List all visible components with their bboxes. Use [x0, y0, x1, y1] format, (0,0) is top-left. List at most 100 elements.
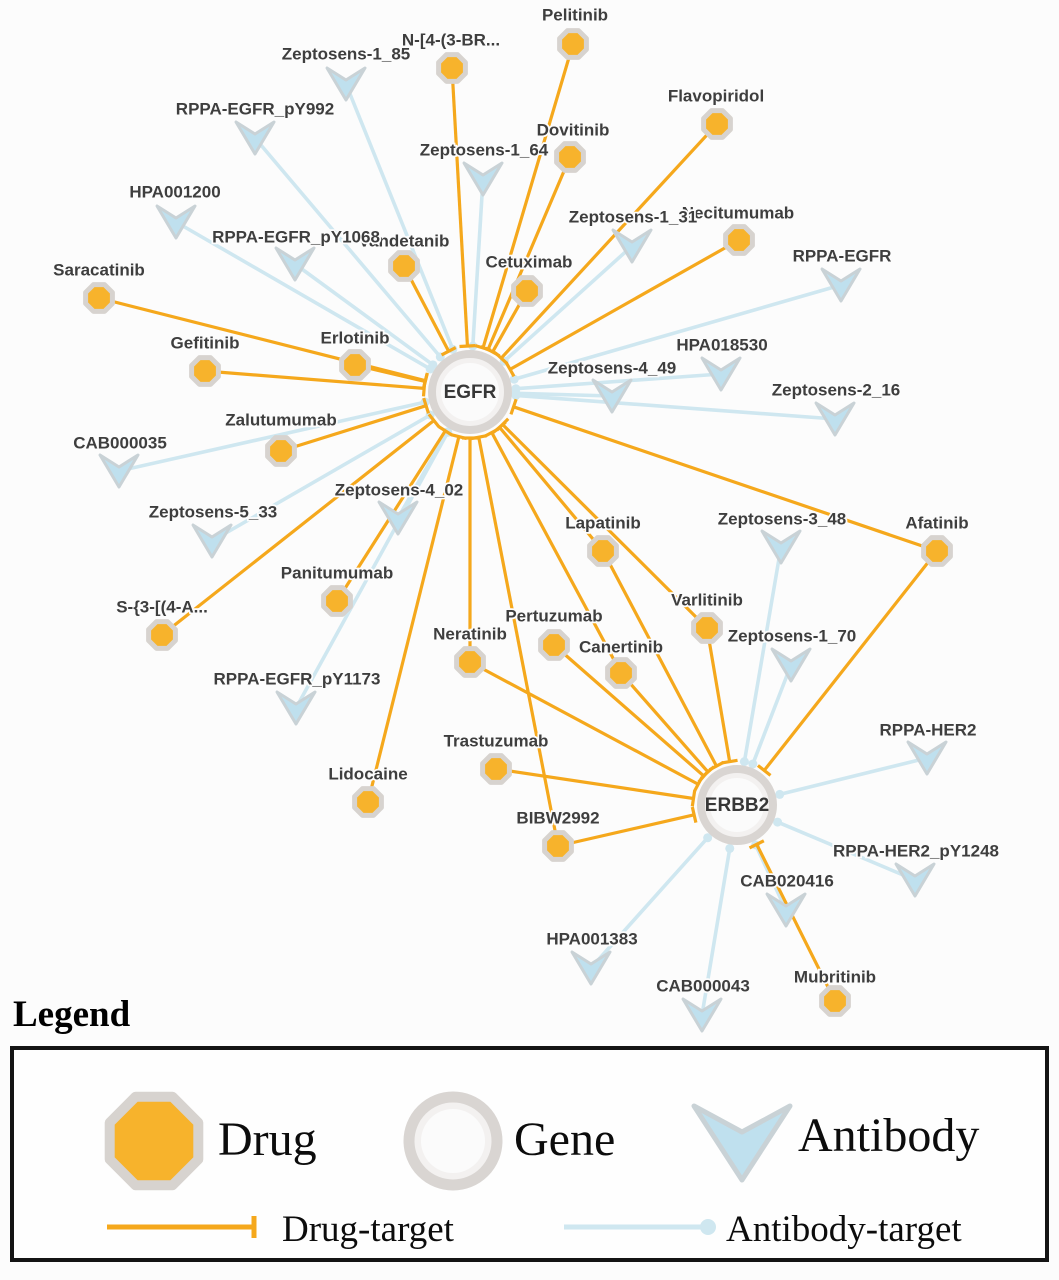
node-label-zeptosens-3-48: Zeptosens-3_48: [718, 509, 847, 528]
drug-node-bibw2992-octagon-icon: [542, 830, 574, 862]
edge-drug-trastuzumab-erbb2: [495, 767, 694, 801]
edge-drug-lapatinib-egfr: [498, 426, 605, 553]
antibody-node-zeptosens-1-85-chevron-icon: [325, 66, 367, 102]
edge-drug-varlitinib-erbb2-tee-icon: [721, 758, 738, 765]
labels-layer: EGFRERBB2PelitinibN-[4-(3-BR...Flavopiri…: [51, 4, 1000, 998]
legend-drug-octagon-icon: [104, 1091, 204, 1191]
edge-antibody-hpa001200-egfr: [175, 220, 432, 371]
drug-node-lapatinib-octagon-icon: [587, 535, 619, 567]
node-label-erlotinib: Erlotinib: [321, 328, 390, 347]
node-label-necitumumab: Necitumumab: [682, 203, 794, 222]
antibody-node-cab000043-chevron-icon: [681, 997, 723, 1033]
drug-node-canertinib-octagon-icon: [605, 657, 637, 689]
drug-node-pelitinib-octagon-icon: [557, 28, 589, 60]
edge-drug-s-3-4-a-egfr: [161, 419, 435, 637]
antibody-node-zeptosens-2-16-chevron-icon: [814, 401, 856, 437]
edge-antibody-cab000035-egfr: [118, 400, 426, 473]
node-label-saracatinib: Saracatinib: [53, 260, 145, 279]
edge-drug-flavopiridol-egfr: [499, 122, 719, 360]
antibody-node-cab000035-chevron-icon: [98, 453, 140, 489]
drug-node-trastuzumab-octagon-icon: [480, 753, 512, 785]
edge-antibody-zeptosens-1-70-erbb2: [751, 664, 793, 765]
node-label-cetuximab: Cetuximab: [486, 252, 573, 271]
edge-antibody-hpa001383-erbb2-dot-icon: [703, 833, 713, 843]
edge-drug-pertuzumab-erbb2-tee-icon: [697, 768, 711, 784]
edge-drug-neratinib-erbb2: [469, 660, 699, 786]
edge-drug-gefitinib-egfr: [204, 369, 425, 390]
edge-antibody-rppa-egfr-py992-egfr: [253, 136, 442, 359]
node-label-mubritinib: Mubritinib: [794, 967, 876, 986]
node-label-hpa001200: HPA001200: [129, 182, 220, 201]
legend-antibody-target-label: Antibody-target: [726, 1209, 962, 1250]
edge-drug-panitumumab-egfr-tee-icon: [437, 425, 453, 437]
antibody-node-rppa-egfr-py992-chevron-icon: [234, 120, 276, 156]
legend-box: Drug Gene Antibody Drug-target Antibody-…: [10, 1046, 1049, 1262]
edge-drug-vandetanib-egfr-tee-icon: [440, 346, 457, 357]
edge-drug-pertuzumab-erbb2: [552, 643, 705, 778]
node-label-s-3-4-a: S-{3-[(4-A...: [116, 597, 208, 616]
edge-antibody-rppa-egfr-py1173-egfr: [294, 431, 450, 709]
node-label-zeptosens-1-70: Zeptosens-1_70: [728, 626, 857, 645]
gene-node-egfr-inner: [441, 363, 499, 421]
antibody-node-zeptosens-1-70-chevron-icon: [770, 647, 812, 683]
legend-antibody-target-edge-icon: [564, 1219, 716, 1235]
node-label-panitumumab: Panitumumab: [281, 563, 393, 582]
edge-antibody-zeptosens-4-49-egfr: [515, 391, 613, 398]
edge-antibody-rppa-her2-erbb2: [779, 756, 928, 797]
node-label-cab020416: CAB020416: [740, 871, 834, 890]
node-label-pertuzumab: Pertuzumab: [505, 606, 602, 625]
legend-antibody-label: Antibody: [798, 1109, 980, 1162]
node-label-rppa-egfr-py992: RPPA-EGFR_pY992: [176, 99, 334, 118]
antibody-node-rppa-egfr-py1173-chevron-icon: [275, 690, 317, 726]
edge-drug-lidocaine-egfr: [366, 436, 461, 803]
edge-antibody-zeptosens-1-70-erbb2-dot-icon: [748, 759, 758, 769]
node-label-cab000043: CAB000043: [656, 976, 750, 995]
edge-antibody-rppa-her2-erbb2-dot-icon: [775, 789, 785, 799]
node-label-gefitinib: Gefitinib: [171, 333, 240, 352]
node-label-flavopiridol: Flavopiridol: [668, 86, 764, 105]
antibody-node-zeptosens-4-02-chevron-icon: [377, 500, 419, 536]
edge-antibody-rppa-her2-py1248-erbb2-dot-icon: [773, 817, 783, 827]
antibody-node-zeptosens-3-48-chevron-icon: [760, 529, 802, 565]
edge-antibody-rppa-egfr-py1068-egfr: [293, 262, 434, 367]
antibody-node-hpa018530-chevron-icon: [700, 356, 742, 392]
edge-drug-bibw2992-erbb2: [557, 813, 695, 848]
antibody-node-zeptosens-1-31-chevron-icon: [611, 228, 653, 264]
node-label-rppa-her2-py1248: RPPA-HER2_pY1248: [833, 841, 999, 860]
legend-drug-label: Drug: [218, 1113, 317, 1166]
antibody-node-cab020416-chevron-icon: [765, 892, 807, 928]
drug-node-necitumumab-octagon-icon: [723, 224, 755, 256]
node-label-rppa-egfr-py1173: RPPA-EGFR_pY1173: [214, 669, 381, 688]
edge-drug-mubritinib-erbb2-tee-icon: [748, 839, 765, 850]
legend-title: Legend: [13, 994, 131, 1035]
node-label-lapatinib: Lapatinib: [565, 513, 641, 532]
drug-node-vandetanib-octagon-icon: [388, 250, 420, 282]
legend-antibody-chevron-icon: [691, 1103, 793, 1183]
antibody-edge-dot: [700, 1219, 716, 1235]
edge-drug-erlotinib-egfr-tee-icon: [421, 373, 429, 390]
antibody-chevron-shape: [691, 1103, 793, 1183]
node-label-varlitinib: Varlitinib: [671, 590, 743, 609]
edge-antibody-cab000043-erbb2: [700, 848, 732, 1016]
edge-antibody-rppa-her2-py1248-erbb2: [776, 820, 916, 882]
antibody-node-rppa-egfr-py1068-chevron-icon: [274, 246, 316, 282]
edge-drug-varlitinib-erbb2: [705, 627, 732, 762]
legend-gene-circle-icon: [403, 1091, 503, 1191]
drug-node-dovitinib-octagon-icon: [554, 141, 586, 173]
drug-node-cetuximab-octagon-icon: [511, 275, 543, 307]
antibody-node-hpa001200-chevron-icon: [155, 204, 197, 240]
drug-octagon-shape: [104, 1091, 204, 1191]
antibody-node-rppa-her2-py1248-chevron-icon: [894, 862, 936, 898]
legend-drug-target-edge-icon: [107, 1216, 257, 1238]
edge-drug-canertinib-erbb2: [619, 671, 710, 774]
node-label-zeptosens-4-02: Zeptosens-4_02: [335, 480, 464, 499]
edge-drug-s-3-4-a-egfr-tee-icon: [427, 413, 441, 428]
node-label-cab000035: CAB000035: [73, 433, 167, 452]
edge-antibody-zeptosens-3-48-erbb2: [742, 546, 783, 762]
node-label-rppa-egfr-py1068: RPPA-EGFR_pY1068: [212, 227, 380, 246]
node-label-vandetanib: Vandetanib: [359, 231, 450, 250]
antibody-node-hpa001383-chevron-icon: [570, 950, 612, 986]
edge-antibody-hpa001383-erbb2: [589, 836, 709, 970]
drug-node-panitumumab-octagon-icon: [321, 585, 353, 617]
